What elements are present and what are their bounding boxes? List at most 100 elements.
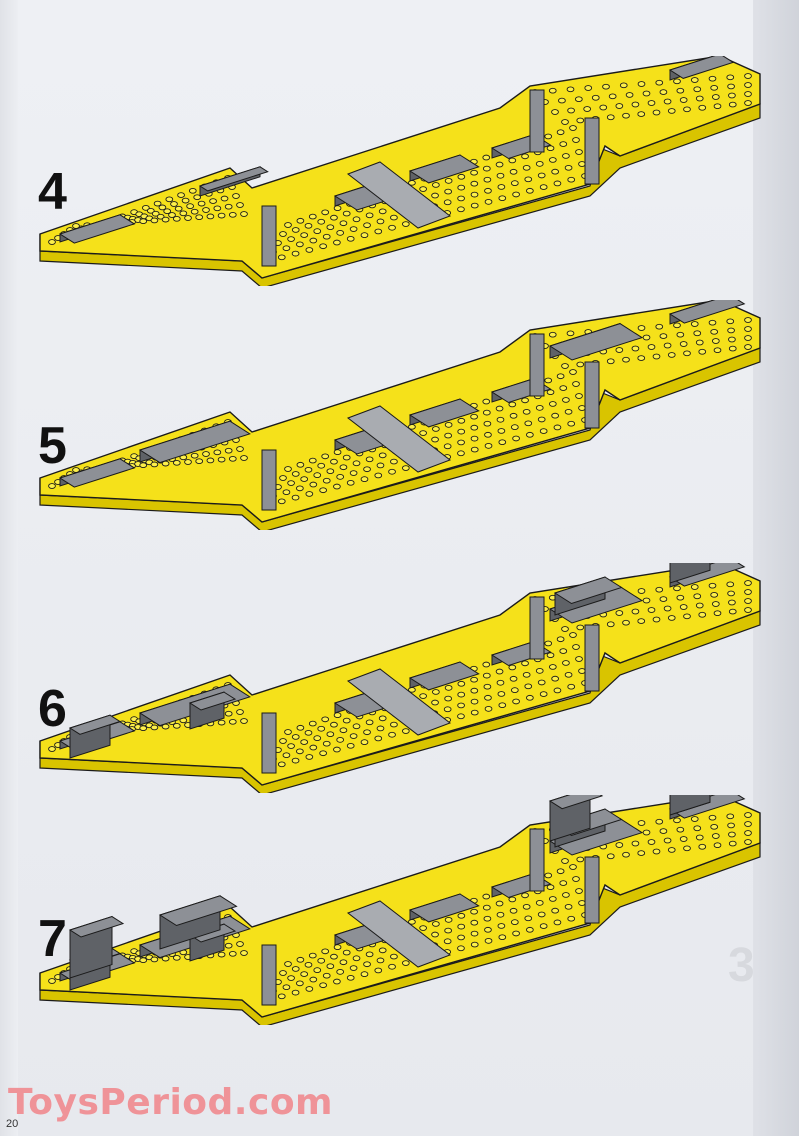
stud (569, 369, 577, 375)
stud (559, 141, 568, 147)
stud (317, 462, 326, 469)
stud (642, 90, 651, 97)
stud (360, 971, 369, 977)
stud (652, 353, 661, 360)
pillar (584, 117, 600, 185)
stud (584, 85, 593, 91)
stud (482, 904, 491, 911)
stud (217, 456, 226, 463)
stud (376, 725, 385, 732)
stud (578, 405, 586, 411)
stud (726, 581, 735, 588)
stud (48, 483, 56, 489)
stud (220, 195, 229, 202)
stud (319, 982, 327, 989)
stud (606, 621, 615, 628)
stud (378, 715, 387, 722)
stud (647, 100, 656, 106)
stud (291, 471, 300, 477)
stud (544, 640, 553, 647)
stud (655, 323, 664, 330)
stud (583, 106, 592, 112)
stud (279, 231, 287, 237)
stud (566, 86, 575, 93)
stud (217, 719, 226, 726)
stud (431, 931, 439, 938)
stud (561, 626, 569, 632)
pillar (529, 333, 545, 397)
stud (296, 724, 305, 731)
stud (698, 611, 707, 618)
stud (631, 608, 640, 615)
stud (419, 925, 427, 931)
stud (284, 466, 292, 472)
stud (309, 481, 318, 488)
stud (365, 719, 374, 726)
stud (304, 729, 313, 736)
stud (326, 963, 335, 970)
stud (236, 202, 244, 208)
stud (390, 953, 398, 960)
stud (546, 145, 555, 152)
stud (727, 83, 735, 90)
stud (551, 675, 559, 682)
stud (296, 980, 304, 987)
stud (619, 82, 628, 89)
stud (569, 632, 577, 638)
stud (419, 186, 427, 192)
stud (655, 586, 664, 593)
stud (637, 618, 646, 624)
stud (482, 165, 491, 172)
stud (349, 733, 358, 739)
stud (457, 173, 466, 180)
stud (539, 428, 548, 434)
stud (209, 198, 217, 204)
stud (655, 818, 664, 825)
stud (291, 250, 300, 257)
stud (336, 474, 345, 480)
stud (431, 192, 439, 199)
stud (228, 718, 237, 725)
stud (483, 683, 492, 690)
stud (457, 934, 465, 941)
stud (177, 192, 185, 198)
stud (606, 853, 615, 860)
stud (726, 74, 735, 81)
stud (535, 900, 544, 906)
stud (535, 161, 544, 167)
stud (153, 200, 162, 207)
stud (388, 731, 396, 738)
right-plate-top (668, 56, 735, 79)
stud (679, 341, 688, 347)
stud (509, 675, 518, 682)
stud (284, 961, 292, 967)
stud (679, 604, 688, 610)
stud (308, 720, 317, 727)
stud (710, 328, 719, 335)
stud (602, 83, 610, 90)
stud (728, 101, 737, 108)
stud (578, 161, 586, 167)
stud (296, 217, 305, 224)
stud (537, 679, 546, 686)
stud (744, 812, 752, 818)
stud (236, 709, 244, 715)
stud (333, 449, 342, 455)
stud (539, 923, 548, 929)
stud (509, 412, 518, 419)
stud (744, 335, 752, 341)
stud (282, 752, 291, 759)
stud (599, 104, 608, 111)
stud (193, 194, 202, 201)
stud (482, 672, 491, 679)
stud (711, 601, 720, 607)
stud (444, 695, 452, 702)
long-plate (346, 405, 452, 473)
stud (213, 205, 222, 212)
stud (496, 679, 505, 686)
stud (150, 461, 159, 468)
stud (637, 325, 646, 331)
stud (728, 92, 736, 99)
stud (727, 590, 735, 597)
